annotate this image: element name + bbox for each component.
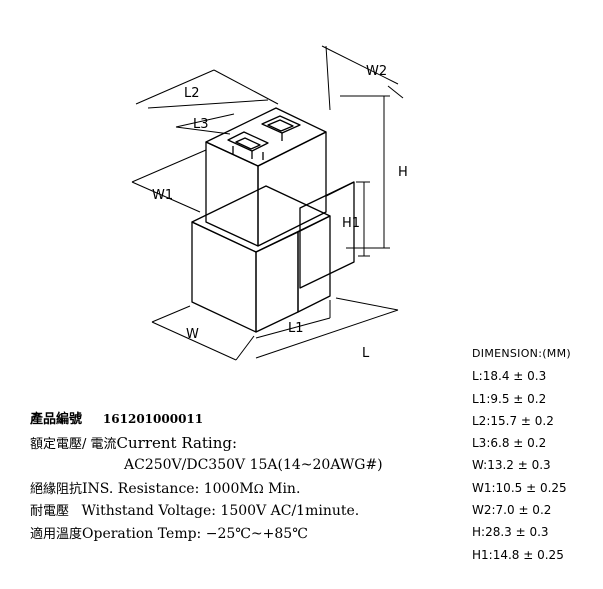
dimension-row: H1:14.8 ± 0.25 xyxy=(472,547,564,562)
insulation-text: INS. Resistance: 1000M xyxy=(82,481,254,497)
lower-body xyxy=(191,185,331,333)
temp-text: Operation Temp: −25℃~+85℃ xyxy=(82,526,308,542)
part-number-value: 161201000011 xyxy=(102,412,204,426)
dimension-row: W1:10.5 ± 0.25 xyxy=(472,480,567,495)
part-number-label: 產品編號 xyxy=(30,412,83,427)
operation-temp: 適用溫度Operation Temp: −25℃~+85℃ xyxy=(30,525,308,544)
dimension-row: H:28.3 ± 0.3 xyxy=(472,525,549,540)
current-rating-text: Current Rating: xyxy=(116,434,238,452)
label-h: H xyxy=(398,165,408,180)
insulation-label: 絕緣阻抗 xyxy=(30,482,83,497)
current-rating-label: 額定電壓/ 電流 xyxy=(30,437,117,452)
dimension-title: DIMENSION:(MM) xyxy=(472,347,571,360)
ohm-symbol: Ω xyxy=(253,482,264,496)
upper-body xyxy=(205,107,327,247)
part-number: 產品編號 161201000011 xyxy=(30,410,203,429)
dimension-row: W:13.2 ± 0.3 xyxy=(472,458,551,473)
label-w1: W1 xyxy=(152,188,173,203)
rear-step xyxy=(299,181,355,289)
label-w: W xyxy=(186,327,199,342)
label-l: L xyxy=(362,346,370,361)
top-openings xyxy=(227,115,301,160)
dimension-row: L3:6.8 ± 0.2 xyxy=(472,436,547,451)
dimension-row: W2:7.0 ± 0.2 xyxy=(472,503,552,518)
label-h1: H1 xyxy=(342,216,360,231)
current-rating-value: AC250V/DC350V 15A(14~20AWG#) xyxy=(124,457,383,473)
insulation-resistance: 絕緣阻抗INS. Resistance: 1000MΩ Min. xyxy=(30,480,300,499)
withstand-voltage: 耐電壓 Withstand Voltage: 1500V AC/1minute. xyxy=(30,502,359,521)
current-rating: 額定電壓/ 電流Current Rating: xyxy=(30,434,237,454)
temp-label: 適用溫度 xyxy=(30,527,83,542)
label-l1: L1 xyxy=(288,321,304,336)
label-l2: L2 xyxy=(184,86,200,101)
dimension-row: L:18.4 ± 0.3 xyxy=(472,369,547,384)
insulation-suffix: Min. xyxy=(263,481,301,497)
label-l3: L3 xyxy=(193,117,209,132)
withstand-text: Withstand Voltage: 1500V AC/1minute. xyxy=(81,503,360,519)
dimension-row: L2:15.7 ± 0.2 xyxy=(472,413,554,428)
label-w2: W2 xyxy=(366,64,387,79)
withstand-label: 耐電壓 xyxy=(30,504,70,519)
dimension-table: DIMENSION:(MM) L:18.4 ± 0.3 L1:9.5 ± 0.2… xyxy=(472,344,571,567)
dimension-row: L1:9.5 ± 0.2 xyxy=(472,391,547,406)
